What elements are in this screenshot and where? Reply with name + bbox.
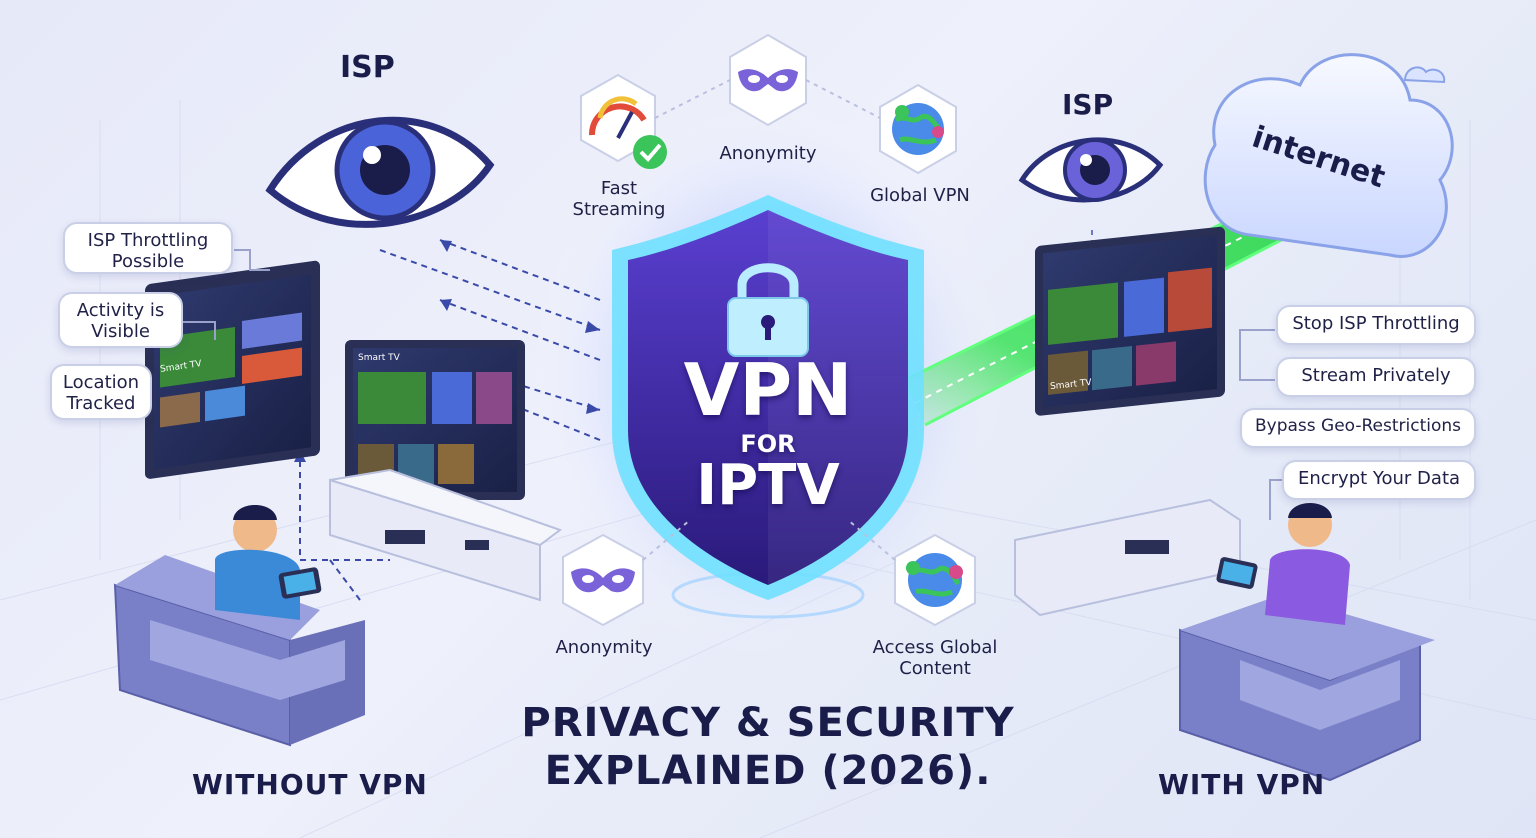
main-title-line1: PRIVACY & SECURITY [521,700,1015,746]
isp-label-left: ISP [340,50,395,85]
tv-label-left-front: Smart TV [358,353,400,363]
globe-hex-icon-top [879,83,957,175]
with-vpn-label: WITH VPN [1158,768,1326,801]
left-point-activity-visible: Activity is Visible [58,292,183,348]
feature-access-global-content: Access Global Content [872,637,998,679]
couch-right [1179,595,1435,782]
left-point-location-tracked: Location Tracked [50,364,152,420]
feature-global-vpn: Global VPN [870,185,970,206]
feature-anonymity-bottom: Anonymity [555,637,653,658]
globe-hex-icon-bottom [894,533,976,627]
smart-tv-left-back [145,260,320,479]
internet-cloud-icon [1203,53,1454,258]
shield-title-for: FOR [740,430,796,458]
shield-title-vpn: VPN [683,348,853,432]
right-pill-connectors [1239,329,1282,520]
mask-hex-icon-bottom [562,533,644,627]
padlock-icon [727,263,809,357]
isp-label-right: ISP [1062,88,1114,121]
vpn-shield [612,195,924,600]
left-point-isp-throttling: ISP Throttling Possible [63,222,233,274]
main-title-line2: EXPLAINED (2026). [544,748,992,794]
right-point-bypass-geo: Bypass Geo-Restrictions [1240,408,1476,448]
fast-streaming-hex-icon [580,73,667,169]
without-vpn-label: WITHOUT VPN [192,768,428,801]
right-point-encrypt-data: Encrypt Your Data [1282,460,1476,500]
feature-connectors [642,79,896,561]
shield-title-iptv: IPTV [696,453,840,518]
tv-stand-left [329,468,563,602]
smart-tv-right [1035,226,1225,416]
right-point-stop-throttling: Stop ISP Throttling [1276,305,1476,345]
tv-stand-right [1014,498,1241,617]
isp-eye-icon-right [1018,137,1164,203]
person-left [215,505,322,620]
right-point-stream-privately: Stream Privately [1276,357,1476,397]
mask-hex-icon-top [729,33,807,127]
isp-eye-icon-left [265,116,495,228]
feature-fast-streaming: Fast Streaming [572,178,666,220]
left-pill-connectors [183,249,270,340]
feature-anonymity-top: Anonymity [719,143,817,164]
person-right [1216,503,1350,625]
